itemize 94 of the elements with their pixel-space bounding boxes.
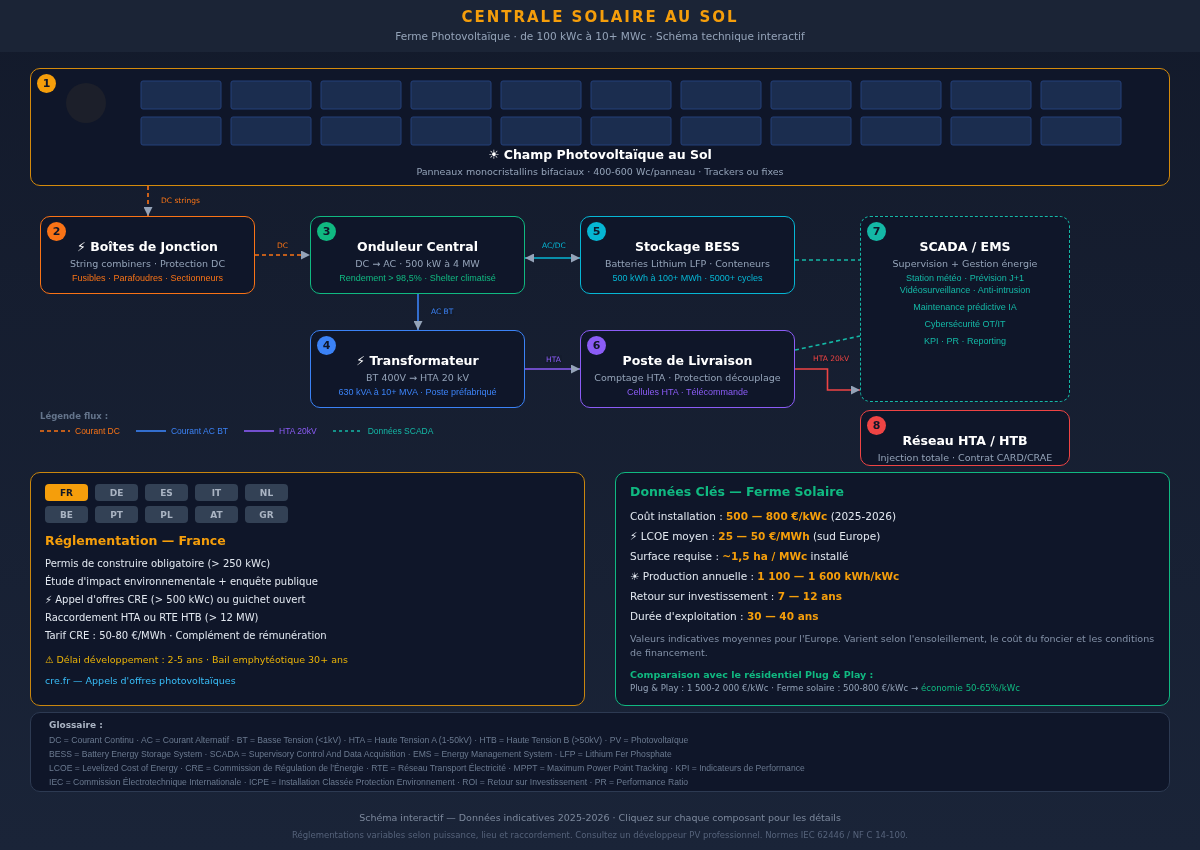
regulation-item: Tarif CRE : 50-80 €/MWh · Complément de rémunération: [45, 629, 327, 643]
data-item: ⚡ LCOE moyen : 25 — 50 €/MWh (sud Europe): [630, 529, 881, 544]
regulation-item: ⚡ Appel d'offres CRE (> 500 kWc) ou guichet ouvert: [45, 593, 306, 607]
component-box: [860, 410, 1070, 466]
component-detail: Cybersécurité OT/IT: [924, 319, 1006, 329]
country-tab: GR: [245, 506, 288, 523]
component-title: ☀ Champ Photovoltaïque au Sol: [488, 147, 712, 162]
component-subtitle: Panneaux monocristallins bifaciaux · 400-600 Wc/panneau · Trackers ou fixes: [416, 166, 784, 177]
step-number: 6: [587, 336, 606, 355]
country-tab: DE: [95, 484, 138, 501]
component-subtitle: BT 400V → HTA 20 kV: [366, 372, 469, 383]
panel-heading: Réglementation — France: [45, 533, 226, 548]
glossary-panel: [30, 712, 1170, 792]
comparison-text: Plug & Play : 1 500-2 000 €/kWc · Ferme solaire : 500-800 €/kWc → économie 50-65%/kWc: [630, 682, 1020, 695]
component-box: [860, 216, 1070, 402]
regulation-item: Permis de construire obligatoire (> 250 kWc): [45, 557, 271, 571]
comparison-heading: Comparaison avec le résidentiel Plug & Play :: [630, 668, 874, 682]
solar-field-box: [30, 68, 1170, 186]
panel-heading: Données Clés — Ferme Solaire: [630, 484, 844, 499]
component-box: [40, 216, 255, 294]
component-detail: Rendement > 98,5% · Shelter climatisé: [339, 273, 496, 283]
glossary-line: BESS = Battery Energy Storage System · SCADA = Supervisory Control And Data Acquisition · EMS = Energy Management System · LFP = Lithium Fer Phosphate: [49, 748, 672, 761]
country-tab: IT: [195, 484, 238, 501]
step-number: 1: [37, 74, 56, 93]
component-title: ⚡ Boîtes de Jonction: [77, 239, 218, 254]
data-item: Retour sur investissement : 7 — 12 ans: [630, 589, 842, 604]
component-box: [310, 330, 525, 408]
component-title: Réseau HTA / HTB: [902, 433, 1028, 448]
step-number: 3: [317, 222, 336, 241]
legend-text: Courant AC BT: [170, 426, 229, 436]
regulation-panel: [30, 472, 585, 706]
step-number: 5: [587, 222, 606, 241]
page-title: CENTRALE SOLAIRE AU SOL: [461, 8, 739, 26]
warning-note: ⚠ Délai développement : 2-5 ans · Bail emphytéotique 30+ ans: [45, 653, 348, 667]
step-number: 4: [317, 336, 336, 355]
component-subtitle: String combiners · Protection DC: [69, 258, 226, 269]
country-tab: AT: [195, 506, 238, 523]
country-tab: FR: [45, 484, 88, 501]
component-title: ⚡ Transformateur: [356, 353, 479, 368]
component-detail: Maintenance prédictive IA: [913, 302, 1017, 312]
component-title: SCADA / EMS: [919, 239, 1011, 254]
arrow: [794, 368, 861, 395]
legend-text: HTA 20kV: [279, 426, 317, 436]
source-link: cre.fr — Appels d'offres photovoltaïques: [45, 675, 236, 686]
glossary-line: LCOE = Levelized Cost of Energy · CRE = Commission de Régulation de l'Énergie · RTE = Réseau Transport Électricité · MPPT = Maximum Power Point Tracking · KPI = Indicateurs de Performance: [49, 762, 805, 775]
country-tab: PT: [95, 506, 138, 523]
footer-text: Schéma interactif — Données indicatives 2025-2026 · Cliquez sur chaque composant pour les détails: [359, 812, 841, 823]
regulation-item: Raccordement HTA ou RTE HTB (> 12 MW): [45, 611, 259, 625]
country-tab: PL: [145, 506, 188, 523]
note-text: Valeurs indicatives moyennes pour l'Europe. Varient selon l'ensoleillement, le coût du foncier et les conditions de financement.: [630, 632, 1155, 660]
component-box: [580, 216, 795, 294]
legend-text: Données SCADA: [367, 426, 434, 436]
component-subtitle: DC → AC · 500 kW à 4 MW: [355, 258, 480, 269]
component-detail: 500 kWh à 100+ MWh · 5000+ cycles: [612, 273, 763, 283]
component-subtitle: Comptage HTA · Protection découplage: [594, 372, 781, 383]
step-number: 2: [47, 222, 66, 241]
step-number: 8: [867, 416, 886, 435]
component-detail: KPI · PR · Reporting: [924, 336, 1006, 346]
step-number: 7: [867, 222, 886, 241]
arrow: [143, 185, 153, 217]
component-detail: 630 kVA à 10+ MVA · Poste préfabriqué: [338, 387, 497, 397]
component-detail: Fusibles · Parafoudres · Sectionneurs: [71, 273, 224, 283]
glossary-line: DC = Courant Continu · AC = Courant Alternatif · BT = Basse Tension (<1kV) · HTA = Haute Tension A (1-50kV) · HTB = Haute Tension B (>50kV) · PV = Photovoltaïque: [49, 734, 689, 747]
component-detail: Vidéosurveillance · Anti-intrusion: [899, 285, 1031, 295]
legend-text: Courant DC: [75, 426, 120, 436]
country-tab: ES: [145, 484, 188, 501]
legend-title: Légende flux :: [40, 411, 110, 421]
regulation-item: Étude d'impact environnementale + enquête publique: [45, 574, 318, 589]
component-box: [310, 216, 525, 294]
connector-line: [794, 335, 861, 351]
component-title: Poste de Livraison: [622, 353, 753, 368]
data-item: Coût installation : 500 — 800 €/kWc (2025-2026): [630, 509, 897, 524]
component-box: [580, 330, 795, 408]
component-subtitle: Batteries Lithium LFP · Conteneurs: [605, 258, 770, 269]
component-title: Stockage BESS: [635, 239, 740, 254]
glossary-heading: Glossaire :: [49, 720, 103, 730]
component-detail: Cellules HTA · Télécommande: [626, 387, 749, 397]
connector-line: [794, 259, 861, 261]
component-detail: Station météo · Prévision J+1: [906, 273, 1024, 283]
component-subtitle: Injection totale · Contrat CARD/CRAE: [877, 452, 1053, 463]
component-title: Onduleur Central: [357, 239, 478, 254]
country-tab: NL: [245, 484, 288, 501]
page-subtitle: Ferme Photovoltaïque · de 100 kWc à 10+ MWc · Schéma technique interactif: [395, 30, 805, 42]
arrow: [524, 364, 581, 374]
component-subtitle: Supervision + Gestion énergie: [892, 258, 1038, 269]
arrow: [413, 293, 423, 331]
data-item: Durée d'exploitation : 30 — 40 ans: [630, 609, 819, 624]
arrow: [524, 253, 581, 263]
data-item: Surface requise : ~1,5 ha / MWc installé: [630, 549, 849, 564]
country-tab: BE: [45, 506, 88, 523]
arrow: [254, 250, 311, 260]
data-item: ☀ Production annuelle : 1 100 — 1 600 kWh/kWc: [630, 569, 900, 584]
key-data-panel: [615, 472, 1170, 706]
glossary-line: IEC = Commission Électrotechnique Internationale · ICPE = Installation Classée Protection Environnement · ROI = Retour sur Investissement · PR = Performance Ratio: [49, 776, 689, 789]
